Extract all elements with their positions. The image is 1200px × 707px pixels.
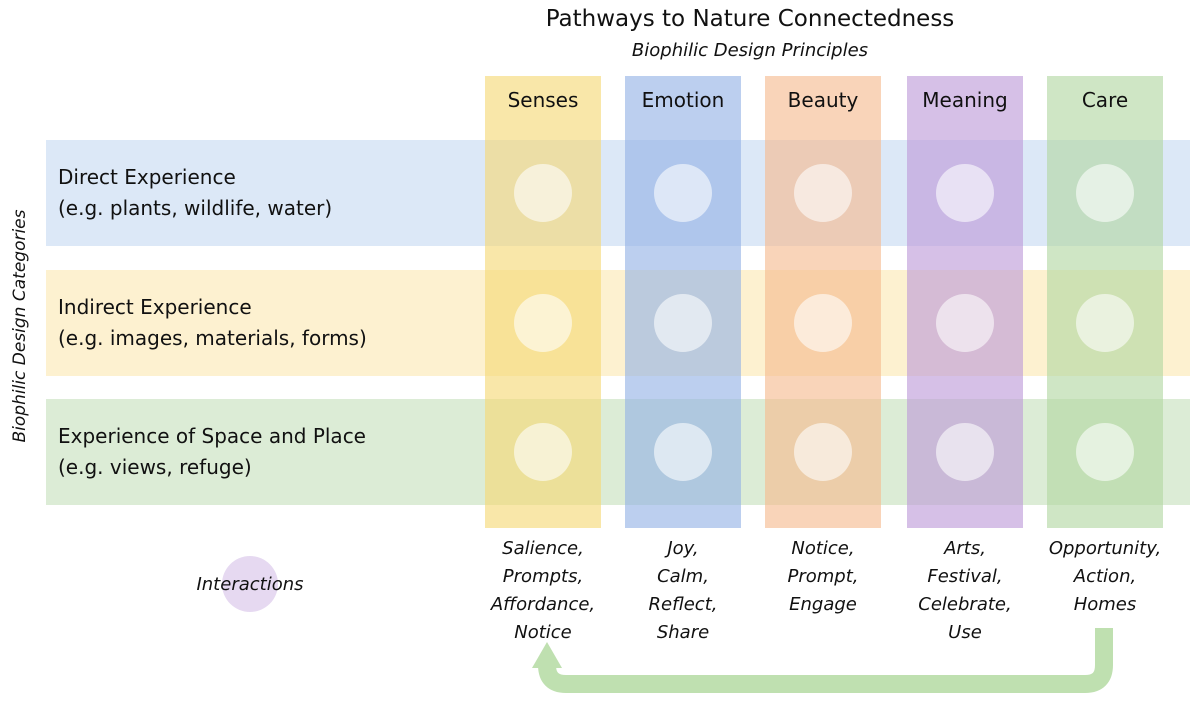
- category-name: Direct Experience: [58, 165, 236, 189]
- principle-heading: Care: [1081, 88, 1129, 112]
- principle-interactions: Joy, Calm, Reflect, Share: [608, 535, 758, 647]
- interaction-term: Prompts,: [502, 566, 584, 587]
- arrow-head-icon: [532, 642, 562, 668]
- interaction-legend-circle-icon: [222, 556, 278, 612]
- category-name: Experience of Space and Place: [58, 424, 366, 448]
- interaction-term: Opportunity,: [1048, 538, 1162, 559]
- interaction-term: Use: [948, 622, 982, 643]
- principle-heading: Beauty: [787, 88, 859, 112]
- interaction-term: Affordance,: [490, 594, 596, 615]
- category-label: Direct Experience (e.g. plants, wildlife,…: [58, 162, 332, 224]
- interaction-term: Notice,: [791, 538, 855, 559]
- diagram-subtitle: Biophilic Design Principles: [631, 40, 869, 61]
- intersection-circle-icon: [514, 164, 572, 222]
- category-label: Indirect Experience (e.g. images, materia…: [58, 292, 367, 354]
- intersection-circle-icon: [514, 294, 572, 352]
- intersection-circle-icon: [514, 423, 572, 481]
- intersection-circle-icon: [654, 164, 712, 222]
- intersection-circle-icon: [936, 294, 994, 352]
- interaction-term: Homes: [1073, 594, 1137, 615]
- intersection-circle-icon: [794, 294, 852, 352]
- interaction-term: Festival,: [927, 566, 1003, 587]
- intersection-circle-icon: [936, 423, 994, 481]
- interaction-term: Salience,: [502, 538, 584, 559]
- interaction-term: Celebrate,: [918, 594, 1012, 615]
- category-examples: (e.g. plants, wildlife, water): [58, 196, 333, 220]
- intersection-circle-icon: [936, 164, 994, 222]
- interaction-term: Action,: [1073, 566, 1137, 587]
- intersection-circle-icon: [1076, 164, 1134, 222]
- interaction-term: Joy,: [667, 538, 699, 559]
- interaction-term: Share: [656, 622, 710, 643]
- intersection-circle-icon: [794, 164, 852, 222]
- principle-heading: Senses: [507, 88, 579, 112]
- intersection-circle-icon: [1076, 423, 1134, 481]
- intersection-circle-icon: [1076, 294, 1134, 352]
- principle-interactions: Salience, Prompts, Affordance, Notice: [468, 535, 618, 647]
- legend-label: Interactions: [196, 574, 304, 595]
- intersection-circle-icon: [794, 423, 852, 481]
- category-name: Indirect Experience: [58, 295, 252, 319]
- interaction-term: Prompt,: [787, 566, 859, 587]
- intersection-circle-icon: [654, 423, 712, 481]
- category-label: Experience of Space and Place (e.g. views…: [58, 421, 366, 483]
- interaction-term: Engage: [789, 594, 857, 615]
- interaction-term: Reflect,: [648, 594, 718, 615]
- category-examples: (e.g. views, refuge): [58, 455, 252, 479]
- interaction-term: Calm,: [657, 566, 709, 587]
- diagram-title: Pathways to Nature Connectedness: [545, 6, 955, 32]
- interaction-term: Notice: [514, 622, 572, 643]
- interaction-term: Arts,: [944, 538, 986, 559]
- category-examples: (e.g. images, materials, forms): [58, 326, 367, 350]
- principle-heading: Emotion: [641, 88, 725, 112]
- intersection-circle-icon: [654, 294, 712, 352]
- principle-heading: Meaning: [922, 88, 1008, 112]
- principle-interactions: Arts, Festival, Celebrate, Use: [890, 535, 1040, 647]
- principle-interactions: Notice, Prompt, Engage: [748, 535, 898, 619]
- principle-interactions: Opportunity, Action, Homes: [1030, 535, 1180, 619]
